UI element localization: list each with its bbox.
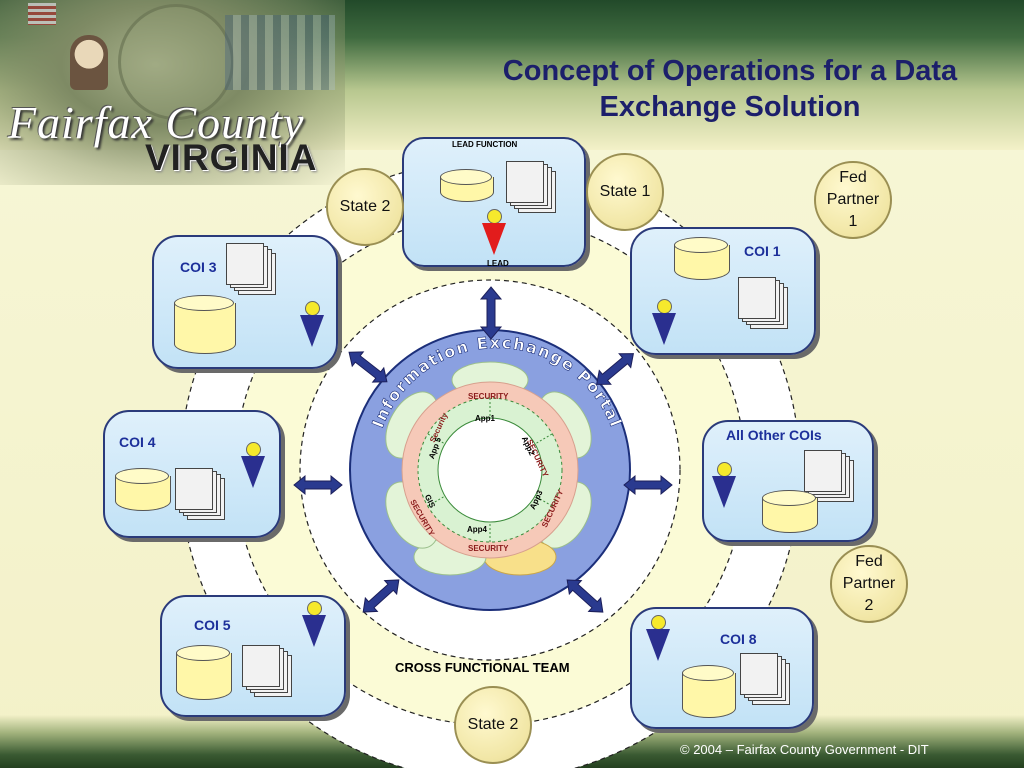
cross-functional-team-label: CROSS FUNCTIONAL TEAM: [395, 660, 570, 675]
fed-partner2-line2: Partner: [842, 575, 896, 592]
coi4-box: COI 4: [103, 410, 281, 538]
fed-partner1-line2: Partner: [826, 191, 880, 208]
fed-partner2-circle: Fed Partner 2: [830, 545, 908, 623]
person-icon: [300, 301, 324, 349]
state2-top-label: State 2: [339, 198, 391, 215]
lead-label: LEAD: [487, 259, 509, 268]
header-photo-collage: [0, 0, 345, 185]
person-icon: [302, 601, 326, 649]
person-icon: [712, 462, 736, 510]
lead-function-box: LEAD FUNCTION LEAD: [402, 137, 586, 268]
coi3-box: COI 3: [152, 235, 338, 369]
database-icon: [115, 468, 171, 511]
security-label-top: SECURITY: [468, 392, 509, 401]
arrow-to-lead: [479, 286, 503, 340]
bust-image: [70, 35, 108, 90]
all-other-cois-box: All Other COIs: [702, 420, 874, 542]
fed-partner2-line1: Fed: [855, 553, 883, 570]
database-icon: [762, 490, 818, 533]
state1-label: State 1: [599, 183, 651, 200]
security-label-bottom: SECURITY: [468, 544, 509, 553]
arrow-to-coi5: [362, 579, 400, 613]
exchange-arrows: [293, 286, 673, 613]
coi8-box: COI 8: [630, 607, 814, 729]
app1-label: App1: [475, 414, 495, 423]
fed-partner2-line3: 2: [864, 597, 874, 614]
coi4-label: COI 4: [119, 434, 156, 450]
app4-label: App4: [467, 525, 487, 534]
portal-center: [437, 417, 543, 523]
logo-virginia: VIRGINIA: [145, 137, 318, 178]
fed-partner1-circle: Fed Partner 1: [814, 161, 892, 239]
coi1-label: COI 1: [744, 243, 781, 259]
arrow-to-coi3: [348, 351, 388, 383]
person-icon: [241, 442, 265, 490]
database-icon: [174, 295, 236, 354]
coi3-label: COI 3: [180, 259, 217, 275]
arrow-to-coi4: [293, 474, 343, 496]
arrow-to-coi1: [596, 353, 634, 385]
arrow-to-all-other-cois: [623, 474, 673, 496]
documents-icon: [506, 161, 560, 213]
database-icon: [176, 645, 232, 700]
person-icon: [646, 615, 670, 663]
copyright-footer: © 2004 – Fairfax County Government - DIT: [680, 742, 929, 757]
documents-icon: [242, 645, 296, 697]
lead-person-icon: [482, 209, 506, 257]
documents-icon: [804, 450, 858, 502]
slide-title: Concept of Operations for a Data Exchang…: [502, 55, 958, 123]
coi1-box: COI 1: [630, 227, 816, 355]
state1-circle: State 1: [586, 153, 664, 231]
database-icon: [674, 237, 730, 280]
state2-top-circle: State 2: [326, 168, 404, 246]
documents-icon: [738, 277, 792, 329]
flag-image: [28, 3, 56, 25]
coi5-box: COI 5: [160, 595, 346, 717]
fed-partner1-line3: 1: [848, 213, 858, 230]
person-icon: [652, 299, 676, 347]
documents-icon: [740, 653, 794, 705]
documents-icon: [175, 468, 229, 520]
logo-fairfax-county: Fairfax County: [8, 97, 305, 148]
lead-function-label: LEAD FUNCTION: [452, 140, 518, 149]
all-other-cois-label: All Other COIs: [726, 427, 822, 443]
documents-icon: [226, 243, 280, 295]
computer-screen-image: [225, 15, 335, 90]
county-seal-image: [118, 4, 234, 120]
coi5-label: COI 5: [194, 617, 231, 633]
database-icon: [682, 665, 736, 718]
database-icon: [440, 169, 494, 202]
fed-partner1-line1: Fed: [839, 169, 867, 186]
state2-bottom-circle: State 2: [454, 686, 532, 764]
arrow-to-coi8: [566, 579, 604, 613]
coi8-label: COI 8: [720, 631, 757, 647]
state2-bottom-label: State 2: [467, 716, 519, 733]
